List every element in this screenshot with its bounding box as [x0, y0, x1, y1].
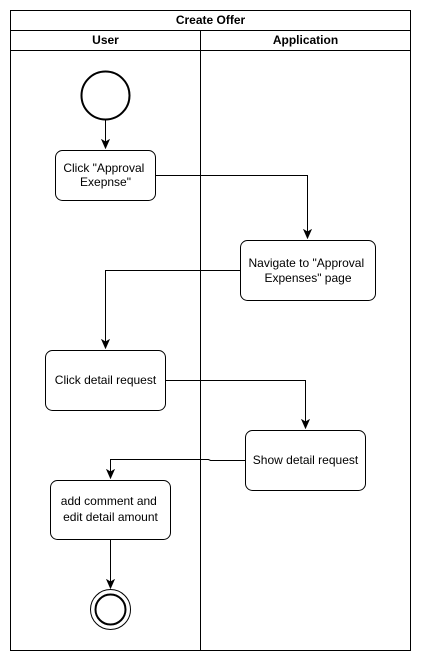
action-click-detail-request: Click detail request — [45, 350, 166, 411]
svg-text:add comment and edit det: add comment and edit detail amount — [61, 494, 160, 524]
action-navigate-line-1: Navigate to "Approval — [248, 256, 364, 270]
end-node — [90, 589, 131, 630]
lane-header-user: User — [92, 33, 119, 47]
action-click-detail-line-1: Click detail request — [55, 373, 157, 387]
action-add-comment-line-2: edit detail amount — [63, 510, 158, 524]
svg-text:Navigate to "Approval Ex: Navigate to "Approval Expenses" page — [248, 256, 367, 285]
svg-text:Click detail request: Click detail request — [55, 373, 157, 387]
action-navigate-line-2: Expenses" page — [265, 271, 352, 285]
pool-frame — [10, 10, 411, 651]
edges — [106, 118, 308, 588]
edge-show-detail-to-add-comment — [111, 459, 246, 479]
action-add-comment-line-1: add comment and — [61, 494, 157, 508]
action-navigate-approval-expenses: Navigate to "Approval Expenses" page — [240, 240, 376, 301]
start-node — [80, 70, 131, 121]
lane-header-application: Application — [273, 33, 338, 47]
svg-text:Click "Approval Exepnse": Click "Approval Exepnse" — [63, 161, 147, 189]
svg-text:Show detail request: Show detail request — [253, 453, 359, 467]
edge-click-approval-to-navigate — [155, 175, 308, 239]
edge-click-detail-to-show-detail — [165, 380, 306, 429]
edge-navigate-to-click-detail — [106, 270, 241, 349]
action-click-approval: Click "Approval Exepnse" — [55, 150, 156, 201]
action-show-detail-request: Show detail request — [245, 430, 366, 491]
action-click-approval-line-2: Exepnse" — [80, 175, 131, 189]
action-add-comment: add comment and edit detail amount — [50, 480, 171, 540]
action-show-detail-line-1: Show detail request — [253, 453, 359, 467]
action-click-approval-line-1: Click "Approval — [63, 161, 144, 175]
diagram-title: Create Offer — [176, 13, 246, 27]
